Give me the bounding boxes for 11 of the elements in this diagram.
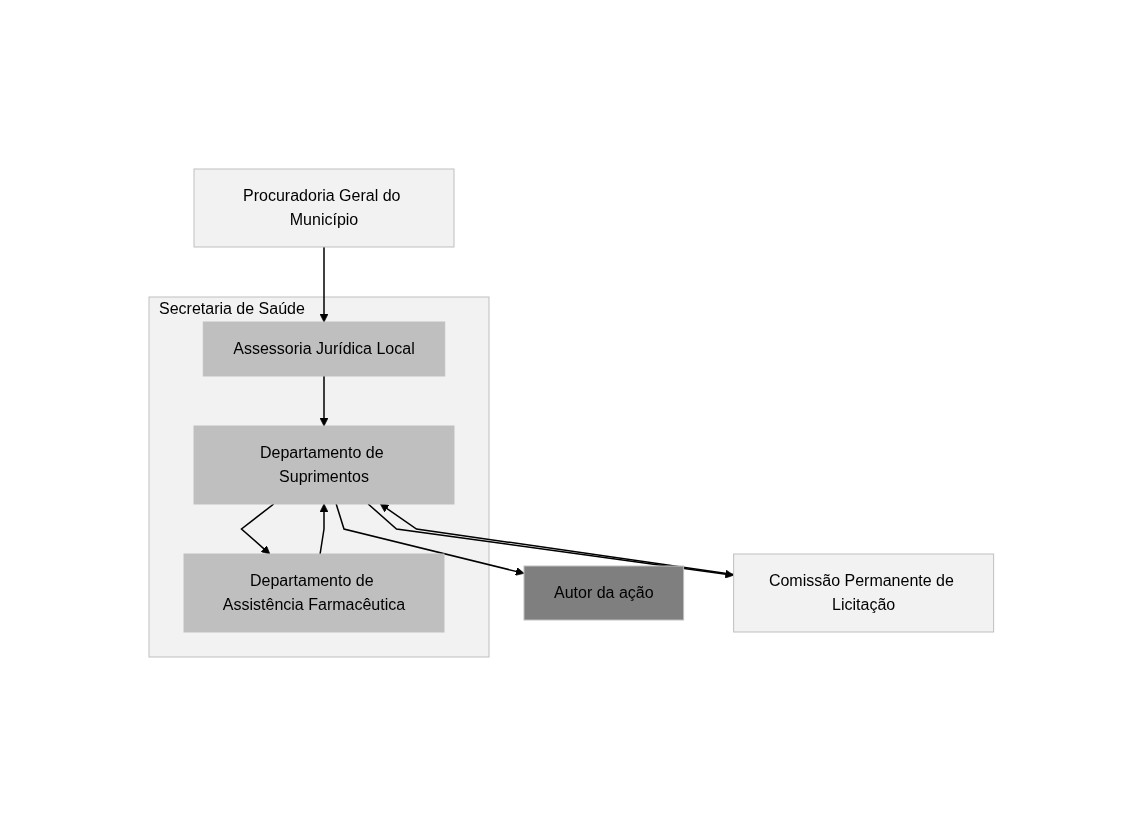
node-box: Autor da ação	[523, 565, 684, 621]
arrow	[240, 503, 275, 555]
node-box: Procuradoria Geral do Município	[193, 168, 455, 248]
node-box: Assessoria Jurídica Local	[202, 321, 445, 377]
node-box: Comissão Permanente de Licitação	[732, 553, 994, 633]
node-box: Departamento de Assistência Farmacêutica	[183, 553, 445, 633]
arrow	[335, 503, 525, 576]
arrow	[319, 375, 329, 427]
arrow	[319, 503, 329, 555]
node-box: Departamento de Suprimentos	[193, 425, 455, 505]
arrow	[319, 246, 329, 323]
